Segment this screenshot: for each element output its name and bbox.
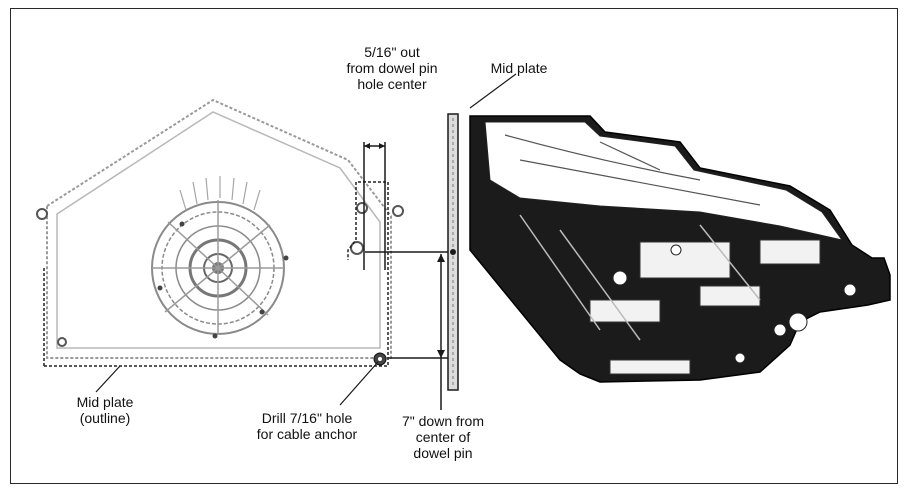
mid-plate-label: Mid plate bbox=[464, 60, 574, 76]
dowel-offset-line-3: hole center bbox=[357, 76, 427, 92]
down-from-center-line-2: center of bbox=[415, 429, 471, 445]
down-from-center-line-3: dowel pin bbox=[413, 445, 473, 461]
dowel-offset-line-1: 5/16" out bbox=[364, 44, 420, 60]
dowel-offset-label: 5/16" out from dowel pin hole center bbox=[332, 44, 452, 92]
drill-hole-label: Drill 7/16" hole for cable anchor bbox=[232, 410, 382, 442]
drill-hole-marker bbox=[373, 352, 387, 366]
drill-hole-line-1: Drill 7/16" hole bbox=[261, 410, 353, 426]
mid-plate-outline bbox=[43, 181, 389, 367]
drill-hole-line-2: for cable anchor bbox=[256, 426, 358, 442]
transmission-side-view bbox=[469, 115, 891, 383]
mid-plate-outline-label: Mid plate (outline) bbox=[50, 394, 160, 426]
mid-plate-text: Mid plate bbox=[490, 60, 548, 76]
bell-housing-outline bbox=[46, 98, 392, 359]
dowel-offset-line-2: from dowel pin bbox=[346, 60, 438, 76]
seven-inch-dimension bbox=[437, 254, 445, 410]
converter-spokes bbox=[152, 200, 285, 335]
mid-plate-side bbox=[447, 113, 459, 391]
down-from-center-label: 7" down from center of dowel pin bbox=[383, 413, 503, 461]
converter-fins bbox=[179, 176, 261, 211]
mid-plate-outline-line-2: (outline) bbox=[79, 410, 131, 426]
leader-lines bbox=[95, 73, 517, 406]
bolt-circle bbox=[157, 221, 289, 339]
mid-plate-outline-line-1: Mid plate bbox=[76, 394, 134, 410]
down-from-center-line-1: 7" down from bbox=[401, 413, 484, 429]
reference-lines bbox=[365, 251, 458, 359]
dowel-offset-bracket bbox=[363, 142, 386, 270]
